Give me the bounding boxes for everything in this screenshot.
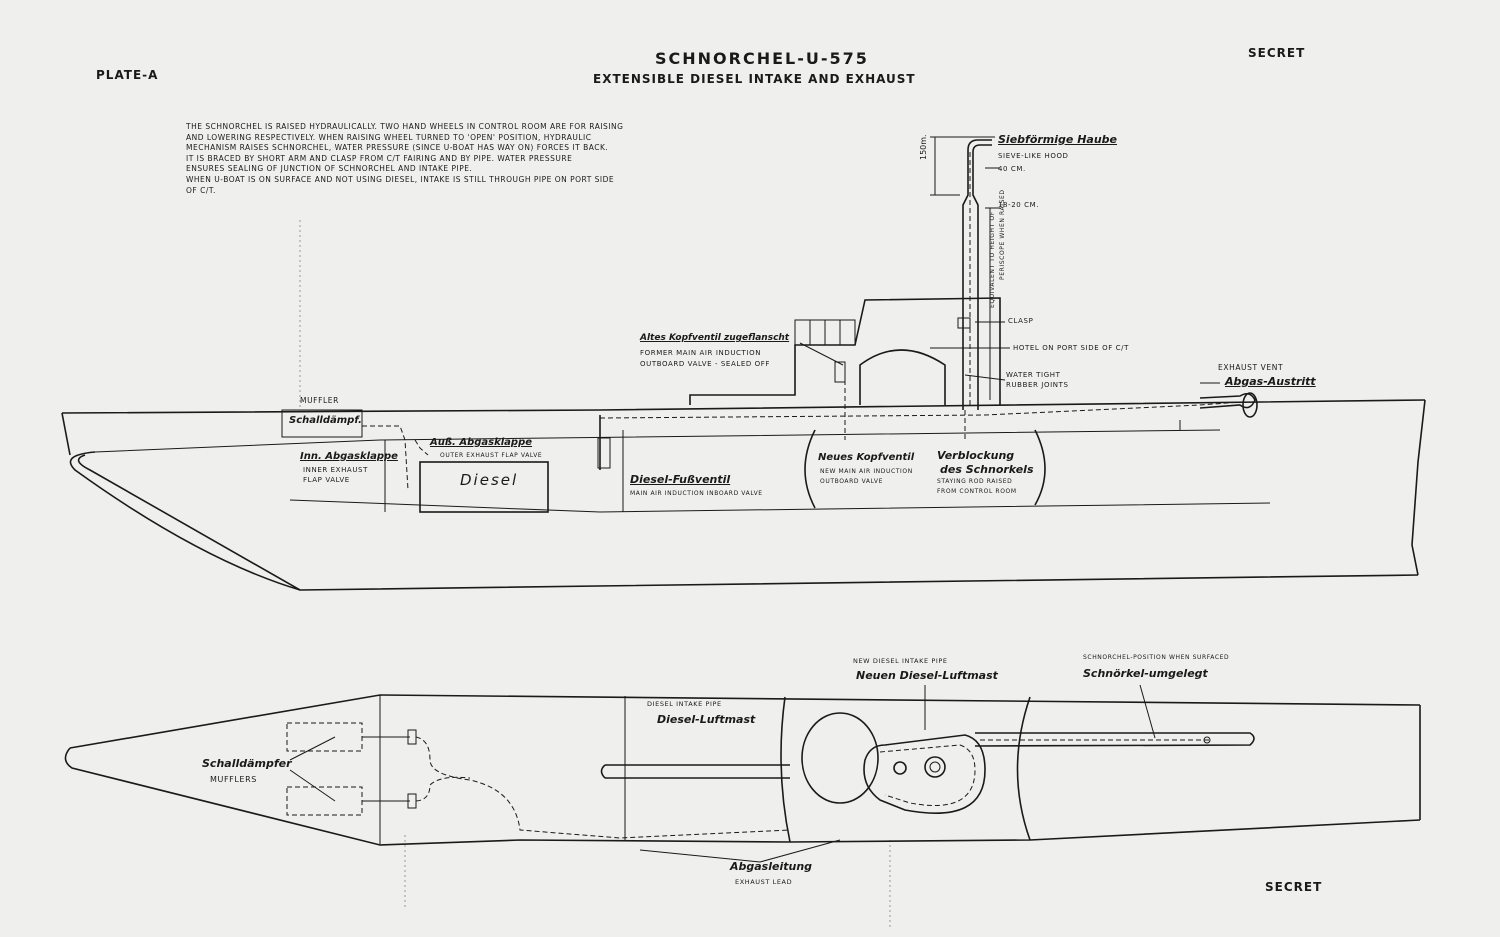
intro-line: When U-boat is on surface and not using … xyxy=(186,174,615,184)
label-exhaust-lead: Exhaust lead xyxy=(735,878,793,886)
label-watertight-1: Water tight xyxy=(1006,371,1061,379)
dim-18-20: 18-20 cm. xyxy=(998,201,1040,209)
plan-view-hull xyxy=(64,694,1421,846)
label-neues-kopfventil: Neues Kopfventil xyxy=(818,452,915,463)
side-leaders xyxy=(799,321,1220,384)
label-inn-en-2: flap valve xyxy=(303,476,350,484)
dim-40: 40 cm. xyxy=(998,165,1026,173)
label-verb-en-2: from control room xyxy=(937,488,1017,495)
label-mufflers: Mufflers xyxy=(210,775,257,784)
secret-stamp-bottom: SECRET xyxy=(1265,880,1323,894)
label-inn-abgasklappe: Inn. Abgasklappe xyxy=(300,451,398,462)
label-neuen-diesel-luftmast: Neuen Diesel-Luftmast xyxy=(856,669,998,682)
label-diesel-fussventil: Diesel-Fußventil xyxy=(630,473,731,486)
label-verblockung: Verblockung xyxy=(937,449,1015,462)
page-title: SCHNORCHEL-U-575 xyxy=(655,49,869,68)
label-abgas-austritt: Abgas-Austritt xyxy=(1225,375,1316,388)
label-schnorkel-umgelegt: Schnörkel-umgelegt xyxy=(1083,667,1208,680)
schnorchel-mast xyxy=(930,136,1000,410)
side-view-hull xyxy=(61,399,1426,591)
label-abgasleitung: Abgasleitung xyxy=(730,860,813,873)
dim-150: 150m. xyxy=(919,134,928,160)
label-aus-abgasklappe: Auß. Abgasklappe xyxy=(430,437,533,448)
label-hotel: Hotel on port side of C/T xyxy=(1013,344,1129,352)
muffler-box xyxy=(281,409,363,438)
label-diesel-luftmast: Diesel-Luftmast xyxy=(657,713,756,726)
intro-line: It is braced by short arm and clasp from… xyxy=(186,153,573,163)
label-exhaust-vent: Exhaust vent xyxy=(1218,363,1284,372)
plate-label: PLATE-A xyxy=(96,68,159,82)
intro-line: and lowering respectively. When raising … xyxy=(186,132,592,142)
diesel-engine-block xyxy=(419,461,549,513)
label-watertight-2: rubber joints xyxy=(1006,381,1069,389)
label-equiv-1: Equivalent to height of xyxy=(989,211,996,308)
label-new-intake-en: New diesel intake pipe xyxy=(853,657,948,665)
label-fuss-en: Main air induction inboard valve xyxy=(630,490,763,497)
label-intake-en: Diesel intake pipe xyxy=(647,700,722,708)
label-aus-en: Outer exhaust flap valve xyxy=(440,452,543,459)
label-clasp: Clasp xyxy=(1008,317,1034,325)
label-schalldampfer: Schalldämpfer xyxy=(202,757,292,770)
label-neues-en-2: outboard valve xyxy=(820,478,884,485)
label-siebformige-haube: Siebförmige Haube xyxy=(998,133,1117,146)
label-altes-en-2: outboard valve - sealed off xyxy=(640,360,771,368)
intro-line: ensures sealing of junction of Schnorche… xyxy=(186,164,473,174)
label-schalldampf: Schalldämpf. xyxy=(289,415,362,426)
label-inn-en-1: Inner exhaust xyxy=(303,466,368,474)
plan-mufflers xyxy=(286,722,417,816)
label-muffler: Muffler xyxy=(300,396,339,405)
secret-stamp-top: SECRET xyxy=(1248,46,1306,60)
label-diesel: Diesel xyxy=(460,471,519,489)
label-verb-en-1: Staying rod raised xyxy=(937,478,1013,485)
page-subtitle: EXTENSIBLE DIESEL INTAKE AND EXHAUST xyxy=(593,72,916,86)
intro-line: The Schnorchel is raised hydraulically. … xyxy=(186,122,624,131)
label-altes-en-1: Former main air induction xyxy=(640,349,762,357)
label-des-schnorkels: des Schnorkels xyxy=(940,463,1034,476)
intro-line: mechanism raises Schnorchel, water press… xyxy=(186,143,609,153)
intro-paragraph: The Schnorchel is raised hydraulically. … xyxy=(186,122,676,196)
label-neues-en-1: New main air induction xyxy=(820,468,913,475)
intro-line: of C/T. xyxy=(186,185,216,195)
side-piping xyxy=(362,380,1258,491)
label-surfaced-en: Schnorchel-position when surfaced xyxy=(1083,654,1230,661)
plan-leaders xyxy=(639,684,1156,863)
label-altes-kopfventil: Altes Kopfventil zugeflanscht xyxy=(640,333,790,343)
plan-piping xyxy=(415,712,1255,839)
label-sieve-like-hood: Sieve-like hood xyxy=(998,152,1069,160)
label-equiv-2: periscope when raised xyxy=(999,189,1006,280)
